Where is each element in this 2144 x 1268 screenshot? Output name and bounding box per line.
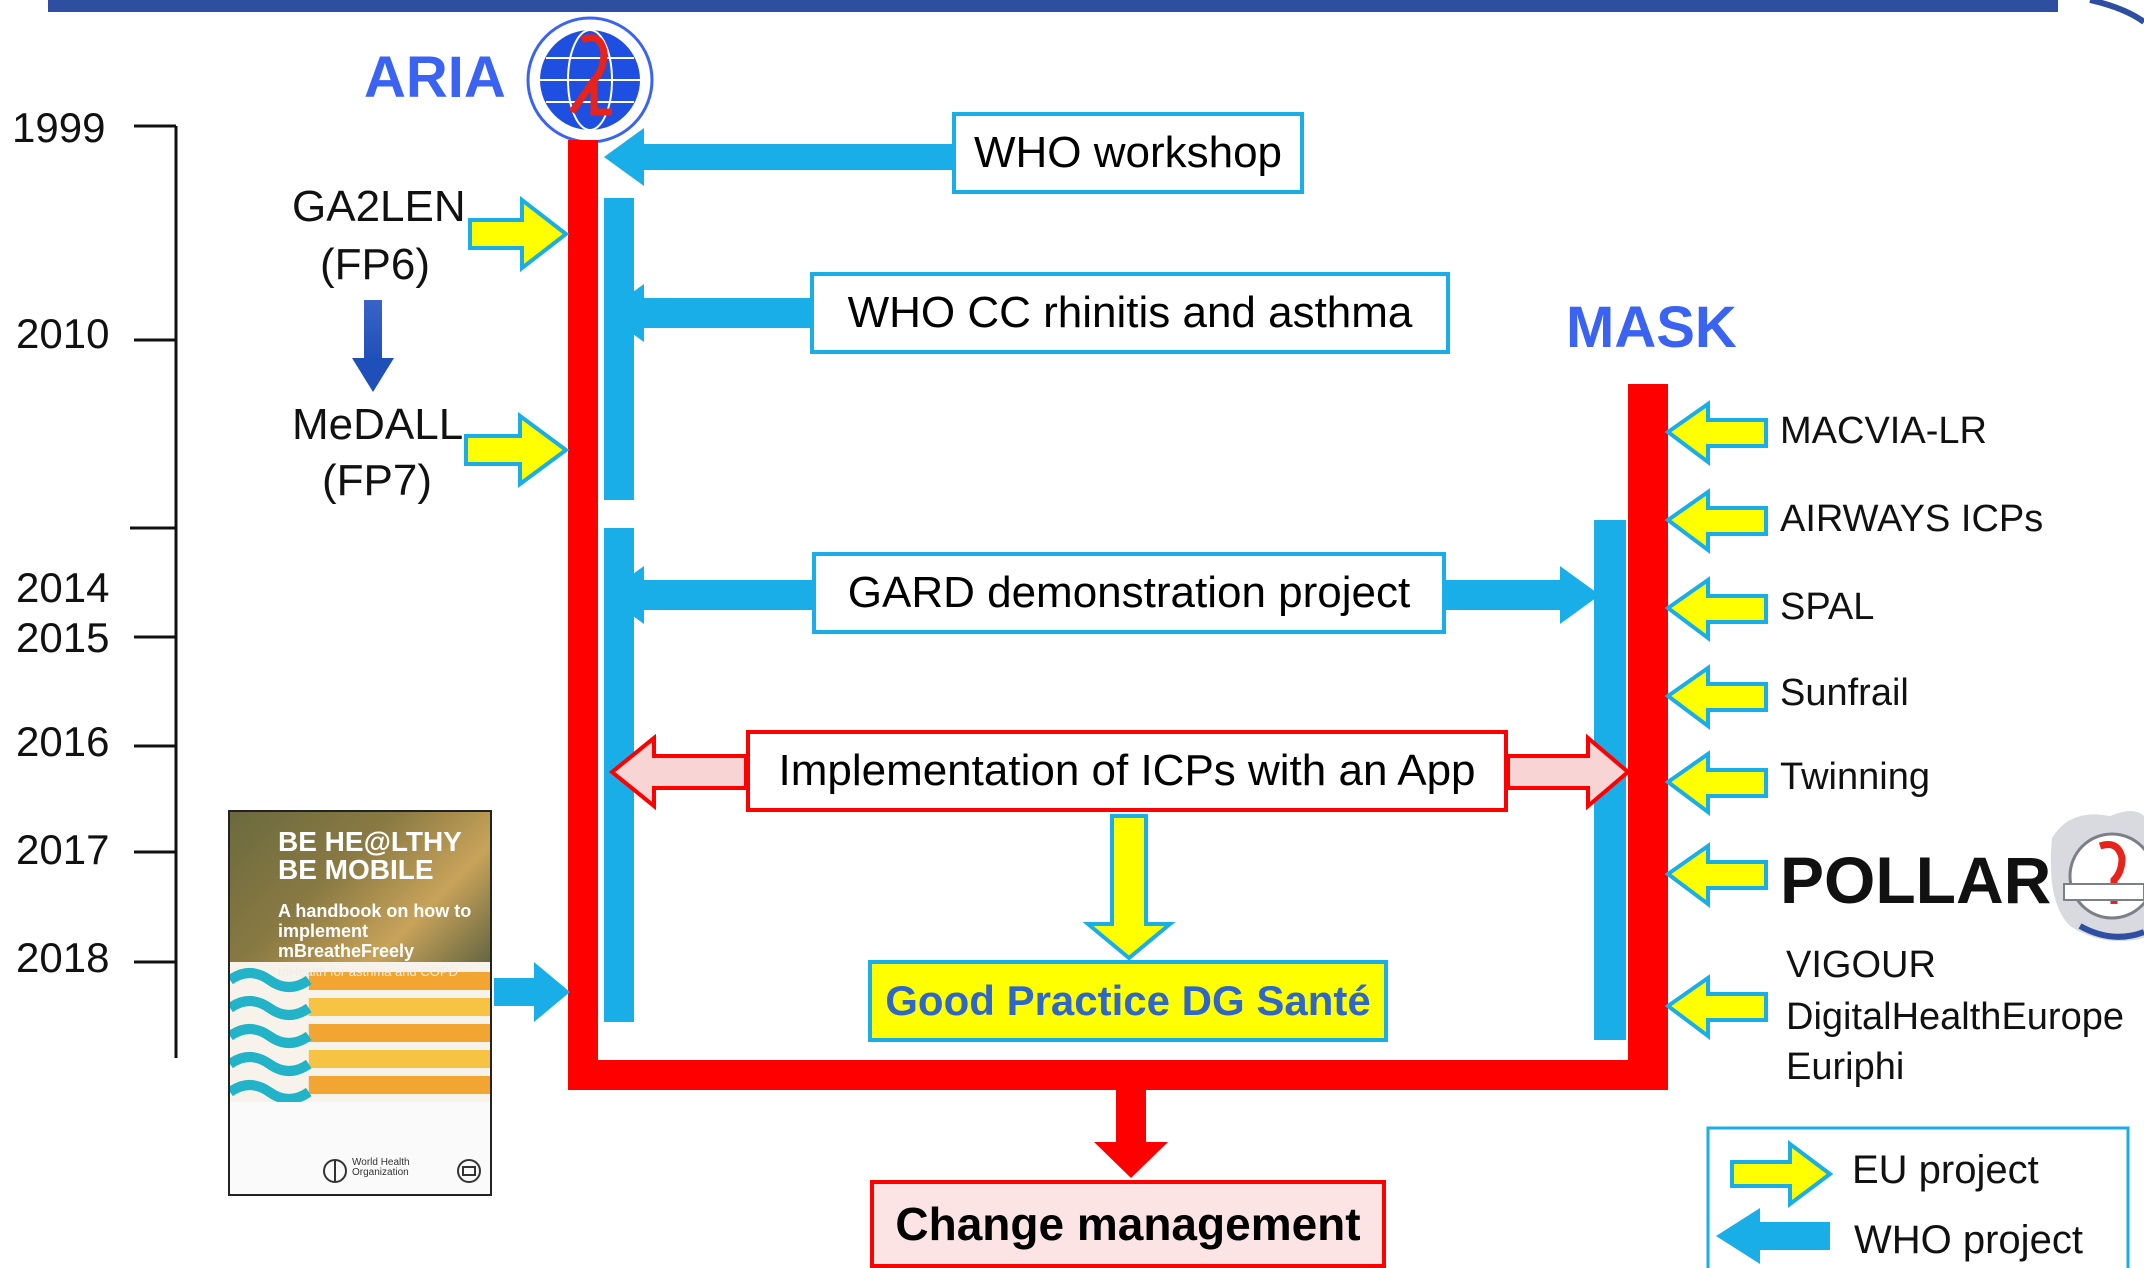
implementation-arrows <box>608 733 1632 811</box>
pollar-logo <box>2050 811 2144 942</box>
partner-twinning: Twinning <box>1780 756 1930 798</box>
eu-arrows-mask <box>1664 400 1768 1040</box>
partner-macvia: MACVIA-LR <box>1780 410 1987 452</box>
ga2len-fp-label: (FP6) <box>320 240 430 289</box>
eu-arrow-vigour <box>1664 974 1768 1040</box>
eu-arrow-sunfrail <box>1664 664 1768 730</box>
eu-arrow-airways <box>1664 488 1768 554</box>
year-label: 1999 <box>12 104 106 151</box>
be-healthy-be-mobile-book-cover: BE HE@LTHY BE MOBILE A handbook on how t… <box>228 810 492 1196</box>
legend-who-icon <box>1716 1208 1830 1264</box>
eu-arrow-twinning <box>1664 750 1768 816</box>
year-label: 2017 <box>16 826 110 873</box>
eu-arrow-down-good-practice <box>1082 814 1176 961</box>
eu-arrow-spal <box>1664 576 1768 642</box>
who-workshop-box: WHO workshop <box>952 112 1304 194</box>
who-arrow-cc <box>604 284 812 342</box>
book-cover-stripes <box>230 962 490 1102</box>
year-label: 2010 <box>16 310 110 357</box>
eu-arrow-macvia <box>1664 400 1768 466</box>
year-label: 2016 <box>16 718 110 765</box>
book-tagline: mHealth for asthma and COPD <box>278 964 458 979</box>
who-arrow-gard-left <box>604 566 812 624</box>
partner-pollar: POLLAR <box>1780 843 2052 917</box>
eu-arrow-ga2len <box>468 195 570 273</box>
itu-emblem-icon <box>457 1159 481 1183</box>
who-vertical-aria-upper <box>604 198 634 500</box>
who-arrow-book <box>494 962 570 1022</box>
medall-fp-label: (FP7) <box>322 456 432 505</box>
who-arrow-workshop <box>604 128 952 186</box>
mask-title: MASK <box>1566 295 1737 360</box>
who-arrow-gard-right <box>1446 566 1600 624</box>
timeline-axis <box>130 124 178 1058</box>
legend-eu-label: EU project <box>1852 1148 2039 1192</box>
book-title-line1: BE HE@LTHY <box>278 826 462 857</box>
good-practice-box: Good Practice DG Santé <box>868 960 1388 1042</box>
medall-label: MeDALL <box>292 400 464 449</box>
who-cc-box: WHO CC rhinitis and asthma <box>810 272 1450 354</box>
partner-euriphi: Euriphi <box>1786 1046 1905 1088</box>
book-cover-photo <box>230 812 490 970</box>
partner-sunfrail: Sunfrail <box>1780 672 1909 714</box>
partner-spal: SPAL <box>1780 586 1875 628</box>
eu-arrow-pollar <box>1664 842 1768 908</box>
year-label: 2015 <box>16 614 110 661</box>
header-bar <box>48 0 2058 12</box>
book-org: World Health Organization <box>352 1157 410 1178</box>
book-title-line2: BE MOBILE <box>278 854 434 885</box>
partner-digitalhealtheurope: DigitalHealthEurope <box>1786 996 2124 1038</box>
header-corner-curve <box>2089 0 2144 25</box>
aria-title: ARIA <box>364 45 506 110</box>
implementation-box: Implementation of ICPs with an App <box>746 730 1508 812</box>
partner-airways: AIRWAYS ICPs <box>1780 498 2044 540</box>
gard-box: GARD demonstration project <box>812 552 1446 634</box>
partner-vigour: VIGOUR <box>1786 944 1936 986</box>
legend-eu-icon <box>1730 1140 1834 1208</box>
ga2len-label: GA2LEN <box>292 182 466 231</box>
change-management-box: Change management <box>870 1180 1386 1268</box>
aria-globe-logo <box>526 16 654 144</box>
ga2len-to-medall-arrow <box>352 300 394 392</box>
legend-box <box>1706 1126 2130 1268</box>
year-label: 2014 <box>16 564 110 611</box>
book-subtitle: A handbook on how to implement mBreatheF… <box>278 901 472 961</box>
legend-who-label: WHO project <box>1854 1218 2083 1262</box>
main-process-line <box>568 140 1668 1178</box>
who-emblem-icon <box>323 1159 347 1183</box>
year-label: 2018 <box>16 934 110 981</box>
eu-arrow-medall <box>464 412 570 488</box>
book-title: BE HE@LTHY BE MOBILE <box>278 828 462 884</box>
